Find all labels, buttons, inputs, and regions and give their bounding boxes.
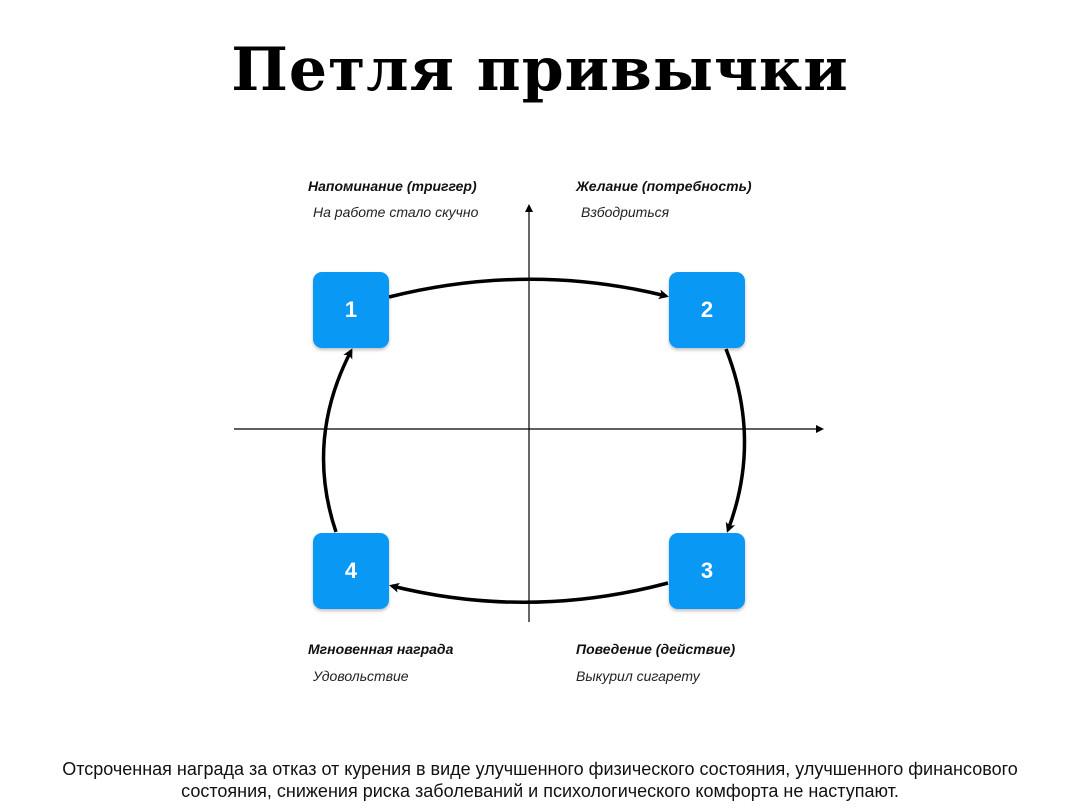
step-4-value: Удовольствие [313,668,409,684]
footer-note: Отсроченная награда за отказ от курения … [62,759,1018,801]
step-1-node: 1 [313,272,389,348]
step-2-label: Желание (потребность) [576,178,752,194]
arrow-1-to-2 [388,277,669,300]
step-4-node: 4 [313,533,389,609]
arrow-4-to-1 [321,348,353,533]
step-3-node: 3 [669,533,745,609]
step-2-value: Взбодриться [581,204,670,220]
step-4-label: Мгновенная награда [308,641,454,657]
step-1-label: Напоминание (триггер) [308,178,477,194]
step-1-value: На работе стало скучно [313,204,479,220]
step-2-node: 2 [669,272,745,348]
arrow-3-to-4 [389,581,669,605]
step-3-value: Выкурил сигарету [576,668,700,684]
arrow-2-to-3 [724,348,747,533]
step-3-label: Поведение (действие) [576,641,736,657]
page-title: Петля привычки [231,35,849,105]
